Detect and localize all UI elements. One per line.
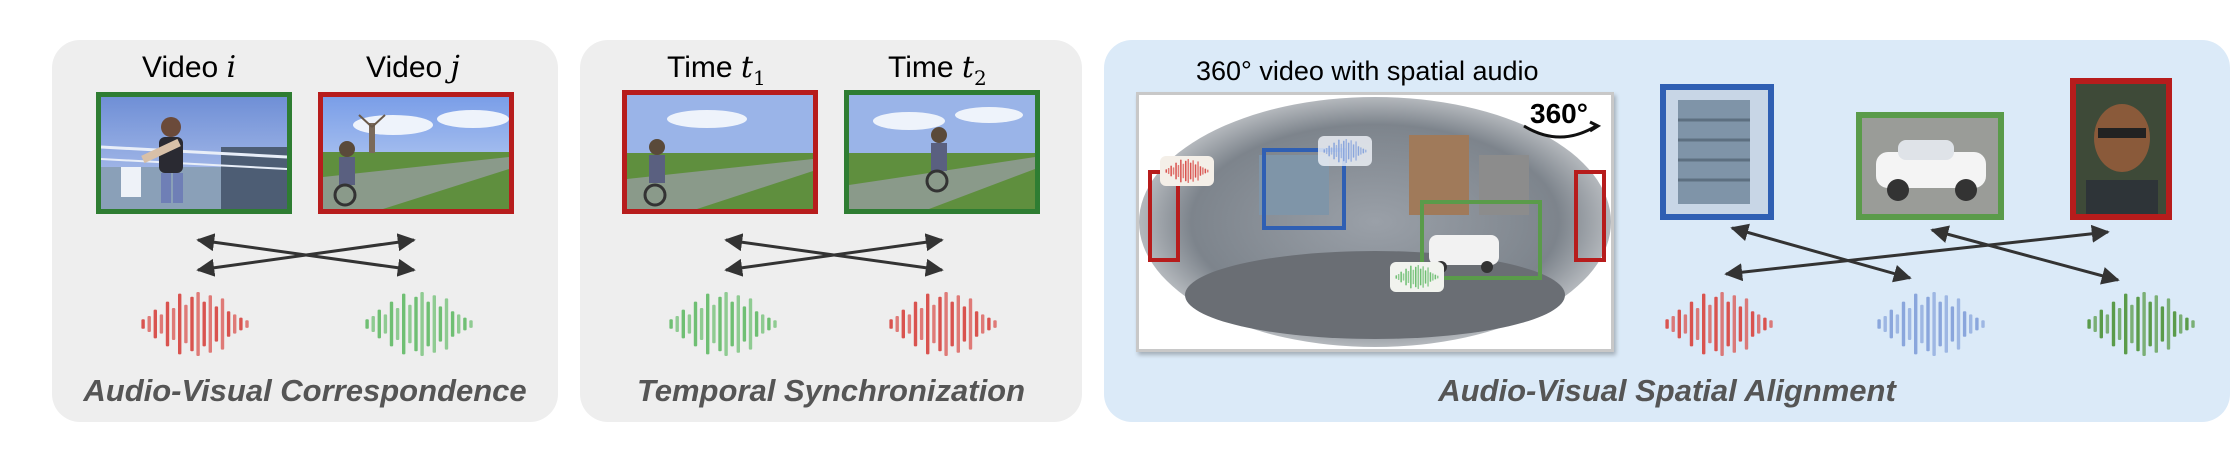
audio-waveform-icon <box>1323 139 1367 163</box>
video-j-thumbnail <box>318 92 514 214</box>
audio-waveform-icon <box>1395 265 1439 289</box>
panorama-360-image <box>1136 92 1614 352</box>
video-i-thumbnail <box>96 92 292 214</box>
spatial-title: 360° video with spatial audio <box>1196 56 1539 86</box>
video-j-label: Video j <box>366 50 460 85</box>
time-2-thumbnail <box>844 90 1040 214</box>
audio-waveform-icon <box>889 292 997 356</box>
audio-chip <box>1390 262 1444 292</box>
audio-waveform-icon <box>2087 292 2195 356</box>
360-badge-icon: 360° <box>1518 98 1602 144</box>
bbox-building-blue <box>1262 148 1346 230</box>
crop-person-red <box>2070 78 2172 220</box>
double-arrow-icon <box>1724 223 2120 285</box>
time-1-label: Time t1 <box>667 50 766 90</box>
crop-building-blue <box>1660 84 1774 220</box>
audio-chip <box>1160 156 1214 186</box>
audio-waveform-icon <box>1877 292 1985 356</box>
audio-waveform-icon <box>365 292 473 356</box>
audio-waveform-icon <box>1665 292 1773 356</box>
crop-car-green <box>1856 112 2004 220</box>
time-1-thumbnail <box>622 90 818 214</box>
audio-waveform-icon <box>141 292 249 356</box>
caption-spatial-alignment: Audio-Visual Spatial Alignment <box>1438 373 1896 408</box>
caption-synchronization: Temporal Synchronization <box>636 373 1026 408</box>
video-i-label: Video i <box>142 50 237 85</box>
caption-correspondence: Audio-Visual Correspondence <box>83 373 527 408</box>
audio-waveform-icon <box>669 292 777 356</box>
double-arrow-icon <box>196 233 416 277</box>
time-2-label: Time t2 <box>888 50 987 90</box>
double-arrow-icon <box>724 233 944 277</box>
bbox-right-red <box>1574 170 1606 262</box>
audio-waveform-icon <box>1165 159 1209 183</box>
bbox-car-green <box>1420 200 1542 280</box>
audio-chip <box>1318 136 1372 166</box>
